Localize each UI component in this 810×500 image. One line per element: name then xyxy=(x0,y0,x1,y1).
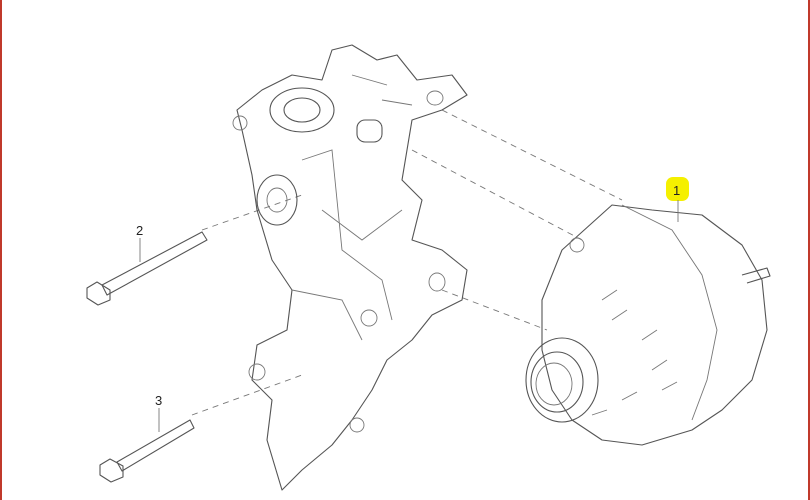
mounting-bracket xyxy=(232,44,468,491)
assembly-lines xyxy=(191,109,623,416)
callout-1: 1 xyxy=(666,177,689,222)
bolt-3 xyxy=(99,408,195,483)
bolt-2 xyxy=(86,231,208,306)
callout-1-label: 1 xyxy=(673,183,680,198)
callout-2-label: 2 xyxy=(136,223,143,238)
alternator xyxy=(525,204,771,446)
callout-3-label: 3 xyxy=(155,393,162,408)
